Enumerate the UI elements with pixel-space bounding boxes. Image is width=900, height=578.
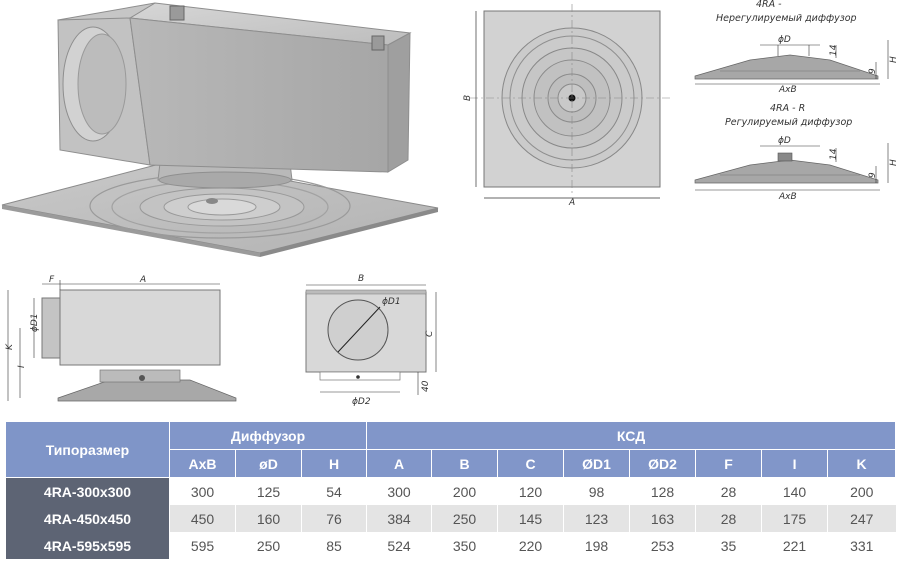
cell: 595 <box>169 532 236 559</box>
dim-f: F <box>49 275 55 285</box>
cell: 123 <box>563 505 630 532</box>
dim-c: C <box>425 330 435 337</box>
dim-b-plan: B <box>463 95 473 101</box>
cell: 35 <box>695 532 762 559</box>
cell: 163 <box>629 505 696 532</box>
cell: 76 <box>300 505 367 532</box>
isometric-view <box>1 2 439 257</box>
col-k: K <box>827 449 897 478</box>
col-h: H <box>300 449 368 478</box>
technical-drawings: B A 4RA - Нерегулируемый диффузор ϕD 14 … <box>1 0 899 407</box>
table-row: 4RA-595x595 595 250 85 524 350 220 198 2… <box>5 532 896 559</box>
dim-h-top: H <box>889 56 899 63</box>
cell: 300 <box>366 477 432 505</box>
table-row: 4RA-300x300 300 125 54 300 200 120 98 12… <box>5 477 896 505</box>
cell: 253 <box>629 532 696 559</box>
cell: 300 <box>169 477 236 505</box>
cell: 28 <box>695 477 762 505</box>
header-diffuser: Диффузор <box>168 421 368 450</box>
dim-axb-bottom: AxB <box>778 192 797 202</box>
dim-9-top: 9 <box>868 68 878 74</box>
cell: 85 <box>300 532 367 559</box>
dim-i: I <box>17 365 27 368</box>
cell: 450 <box>169 505 236 532</box>
dim-phid1-side: ϕD1 <box>30 313 40 332</box>
cell: 250 <box>235 532 302 559</box>
end-elevation: B ϕD1 C 40 ϕD2 <box>305 274 437 407</box>
dim-phid-bottom: ϕD <box>778 136 791 146</box>
dim-axb-top: AxB <box>778 85 797 95</box>
col-i: I <box>761 449 829 478</box>
cell: 140 <box>761 477 828 505</box>
cell: 200 <box>827 477 896 505</box>
cell: 221 <box>761 532 828 559</box>
cell: 120 <box>497 477 564 505</box>
dim-14-top: 14 <box>829 44 839 56</box>
cell: 125 <box>235 477 302 505</box>
col-axb: AxB <box>169 449 236 478</box>
table-row: 4RA-450x450 450 160 76 384 250 145 123 1… <box>5 505 896 532</box>
side-elevation: F A ϕD1 I K <box>5 275 237 402</box>
cell: 220 <box>497 532 564 559</box>
row-name: 4RA-595x595 <box>5 532 170 559</box>
row-name: 4RA-450x450 <box>5 505 170 532</box>
fixed-diffuser-title: 4RA - <box>756 0 782 10</box>
col-f: F <box>695 449 763 478</box>
spec-table: Типоразмер Диффузор КСД AxB øD H A B C Ø… <box>5 421 897 559</box>
cell: 350 <box>431 532 498 559</box>
col-d: øD <box>235 449 302 478</box>
col-d1: ØD1 <box>563 449 631 478</box>
header-size: Типоразмер <box>5 421 170 478</box>
cell: 28 <box>695 505 762 532</box>
cell: 384 <box>366 505 432 532</box>
cell: 331 <box>827 532 896 559</box>
adjustable-diffuser-title: 4RA - R <box>770 103 805 114</box>
cell: 175 <box>761 505 828 532</box>
cell: 198 <box>563 532 630 559</box>
dim-14-bottom: 14 <box>829 148 839 160</box>
dim-h-bottom: H <box>889 159 899 166</box>
dim-a-side: A <box>139 275 146 285</box>
dim-9-bottom: 9 <box>868 172 878 178</box>
dim-a-plan: A <box>568 198 575 208</box>
cell: 247 <box>827 505 896 532</box>
cell: 250 <box>431 505 498 532</box>
col-b: B <box>431 449 499 478</box>
cell: 200 <box>431 477 498 505</box>
cell: 54 <box>300 477 367 505</box>
dim-phid2: ϕD2 <box>352 397 371 407</box>
cell: 524 <box>366 532 432 559</box>
dim-phid-top: ϕD <box>778 35 791 45</box>
row-name: 4RA-300x300 <box>5 477 170 505</box>
col-d2: ØD2 <box>629 449 697 478</box>
cell: 145 <box>497 505 564 532</box>
fixed-diffuser-subtitle: Нерегулируемый диффузор <box>716 13 857 24</box>
dim-b-end: B <box>358 274 364 284</box>
diffuser-section-fixed: 4RA - Нерегулируемый диффузор ϕD 14 9 H … <box>694 0 899 95</box>
dim-phid1-end: ϕD1 <box>382 297 401 307</box>
cell: 160 <box>235 505 302 532</box>
cell: 98 <box>563 477 630 505</box>
dim-k: K <box>5 343 15 350</box>
diffuser-section-adjustable: 4RA - R Регулируемый диффузор ϕD 14 9 H … <box>694 103 899 202</box>
plan-view: B A <box>463 4 672 208</box>
adjustable-diffuser-subtitle: Регулируемый диффузор <box>725 117 852 128</box>
dim-40: 40 <box>421 380 431 392</box>
header-ksd: КСД <box>366 421 897 450</box>
cell: 128 <box>629 477 696 505</box>
col-c: C <box>497 449 565 478</box>
col-a: A <box>366 449 433 478</box>
